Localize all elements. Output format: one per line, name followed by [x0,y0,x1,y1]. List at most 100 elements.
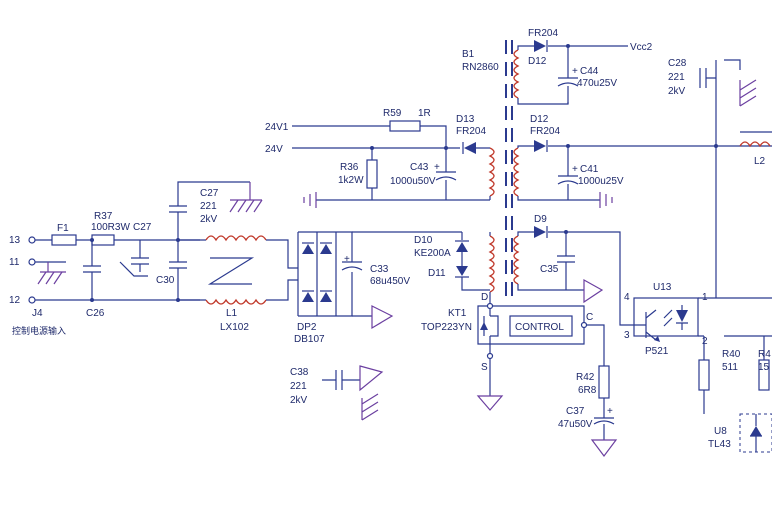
label-b1: B1 [462,49,475,60]
wire-secondary-3-return [517,284,584,291]
terminal-12 [28,296,36,304]
diode-d13 [462,142,476,154]
label-c43-val: 1000u50V [390,176,436,187]
capacitor-c41 [557,146,579,200]
label-c28: C28 [668,58,687,69]
ground-symbol-c27 [229,182,263,213]
label-u13-p3: 3 [624,330,630,341]
junction-dot [566,144,570,148]
label-c27b: C27 [200,188,219,199]
label-c44-val: 470u25V [577,78,617,89]
label-r42-val: 6R8 [578,385,597,396]
ground-symbol-c38-bottom [361,393,379,421]
transformer-secondary-3 [513,235,520,285]
capacitor-c27b [169,181,250,240]
label-r40: R40 [722,349,741,360]
wire-control [586,324,605,408]
label-l2: L2 [754,156,766,167]
label-24v1: 24V1 [265,122,289,133]
control-block [509,315,573,337]
label-r59-val: 1R [418,108,431,119]
capacitor-c44 [557,46,579,104]
wire-secondary-3 [517,231,634,326]
ground-symbol-secondary-2 [599,192,613,208]
label-d12b: D12 [530,114,549,125]
resistor-r59 [389,120,421,132]
capacitor-c28 [699,59,741,88]
label-r4x: R4 [758,349,771,360]
label-c38-v2: 2kV [290,395,308,406]
plus-c33: + [344,254,350,265]
junction-dot [90,298,94,302]
diode-d11 [455,262,490,291]
ground-symbol-input [37,262,66,285]
resistor-r4x [758,359,770,391]
junction-dot [714,144,718,148]
input-terminals [28,236,36,304]
bridge-rectifier-dp2 [297,231,337,317]
label-u13-p4: 4 [624,292,630,303]
label-d12a: D12 [528,56,547,67]
label-c27b-v1: 221 [200,201,217,212]
label-c33: C33 [370,264,389,275]
label-input-caption: 控制电源输入 [12,325,66,337]
label-pin-s: S [481,362,488,373]
label-r36-val: 1k2W [338,175,364,186]
label-fr204-top: FR204 [528,28,558,39]
label-j4: J4 [32,308,43,319]
label-pin12: 12 [9,295,21,306]
resistor-r40 [698,359,710,391]
wire-r40 [703,335,772,360]
capacitor-c37 [593,408,615,440]
capacitor-c43 [435,148,457,200]
label-c38: C38 [290,367,309,378]
label-dp2-val: DB107 [294,334,325,345]
label-pin-c: C [586,312,593,323]
ground-symbol-source [476,395,504,411]
label-f1: F1 [57,223,69,234]
label-r37: R37 [94,211,113,222]
label-r36: R36 [340,162,359,173]
label-r59: R59 [383,108,402,119]
label-c36: C35 [540,264,559,275]
label-c43: C43 [410,162,429,173]
transformer-aux-winding [488,147,495,197]
capacitor-c36 [557,232,575,290]
label-l1-val: LX102 [220,322,249,333]
label-r42: R42 [576,372,595,383]
junction-dot [566,44,570,48]
label-c38-v1: 221 [290,381,307,392]
label-pin11: 11 [9,257,20,268]
tvs-d10 [455,232,469,262]
transformer-primary-winding [488,235,495,293]
label-d13-val: FR204 [456,126,486,137]
label-u8-val: TL43 [708,439,731,450]
label-c33-val: 68u450V [370,276,410,287]
label-c28-v2: 2kV [668,86,686,97]
resistor-r42 [598,365,610,399]
plus-c37: + [607,406,613,417]
junction-dot [564,230,568,234]
ground-symbol-secondary-3 [583,278,604,304]
plus-c43: + [434,162,440,173]
label-c37-val: 47u50V [558,419,593,430]
label-r4x-val: 15 [758,362,770,373]
label-u8: U8 [714,426,727,437]
transformer-secondary-1 [513,49,520,99]
capacitor-c33 [336,231,372,317]
label-c44: C44 [580,66,599,77]
label-kt1-val: TOP223YN [421,322,472,333]
label-r40-val: 511 [722,362,738,373]
label-pin-d: D [481,292,488,303]
junction-dot [90,238,94,242]
label-vcc2: Vcc2 [630,42,653,53]
capacitor-c38 [322,370,360,390]
capacitor-c30 [169,240,187,300]
label-control: CONTROL [515,322,564,333]
wire-24v1 [292,125,447,148]
label-c26: C26 [86,308,105,319]
ic-kt1 [477,302,588,360]
label-c27a: C27 [133,222,152,233]
